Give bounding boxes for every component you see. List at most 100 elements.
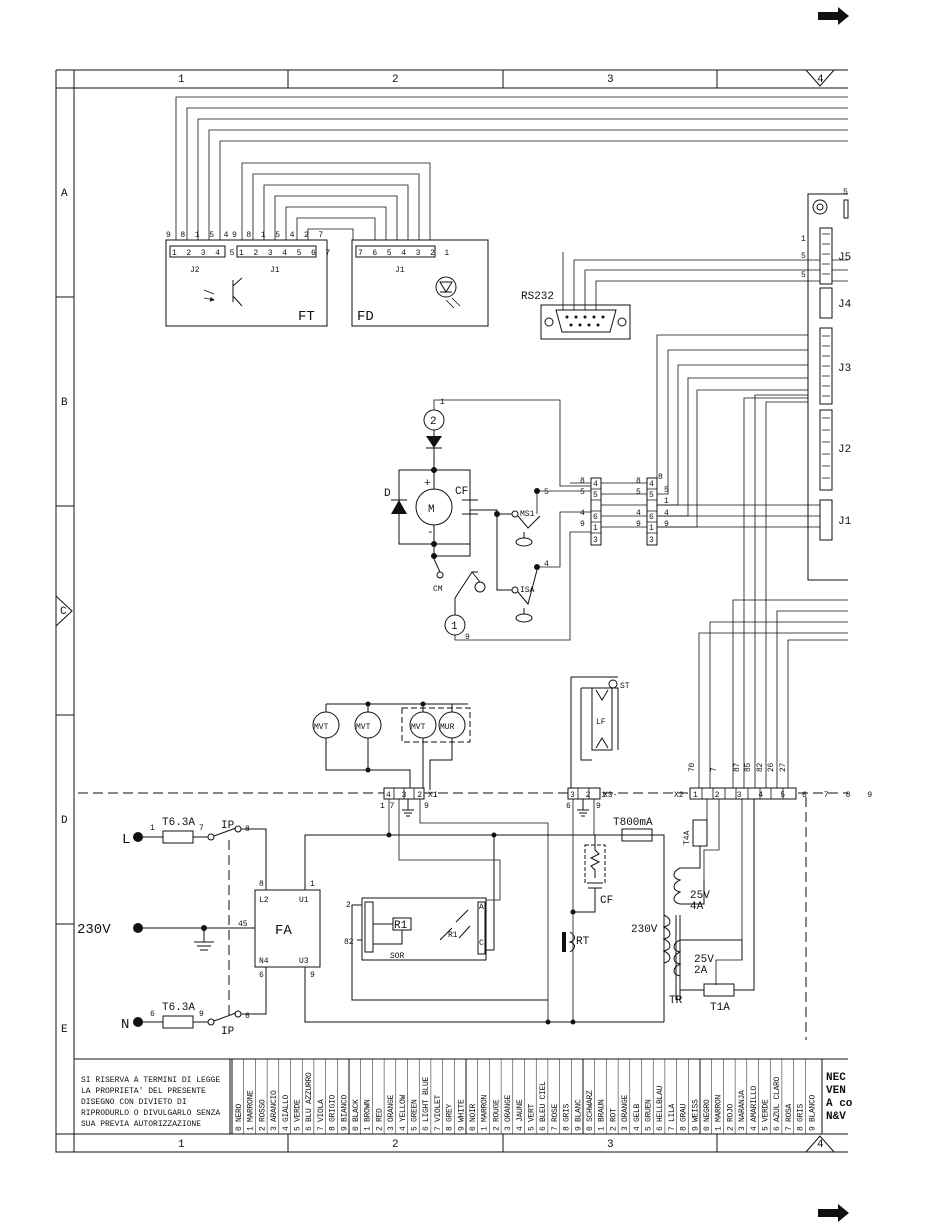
c1-wire-4: 4 — [580, 509, 585, 518]
svg-text:6: 6 — [150, 1010, 155, 1019]
fuse-l-label: T6.3A — [162, 817, 195, 829]
svg-text:4: 4 — [593, 480, 598, 489]
col-label-4: 4 — [817, 74, 824, 86]
ft-j2-pins: 1 2 3 4 5 — [172, 249, 237, 258]
connector-j1 — [819, 499, 833, 541]
colour-code-entry: 1 MARRON — [715, 1094, 724, 1131]
fd-j1-pins: 7 6 5 4 3 2 1 — [358, 249, 452, 258]
x2-label: X2 — [674, 791, 684, 800]
row-label-c: C — [60, 606, 67, 618]
svg-text:5: 5 — [843, 188, 848, 197]
diode-icon-top — [426, 436, 442, 448]
starter-st-label: ST — [620, 682, 630, 691]
colour-code-entry: 7 LILA — [668, 1103, 677, 1131]
ft-j2-wire-numbers: 9 8 1 5 4 — [166, 231, 231, 240]
colour-code-entry: 2 ROSSO — [258, 1099, 267, 1131]
svg-text:7: 7 — [199, 824, 204, 833]
title-fragment-3: A co — [826, 1098, 853, 1110]
colour-code-entry: 5 VERT — [528, 1103, 537, 1131]
colour-code-entry: 9 BIANCO — [340, 1094, 349, 1131]
drawing-frame — [55, 69, 848, 1153]
svg-text:6: 6 — [566, 802, 571, 811]
capacitor-cf2-label: CF — [600, 895, 613, 907]
fd-board-label: FD — [357, 309, 374, 325]
colour-code-entry: 1 MARRON — [481, 1094, 490, 1131]
svg-text:5: 5 — [649, 491, 654, 500]
lamp-lf-label: LF — [596, 718, 606, 727]
colour-code-entry: 9 BLANC — [574, 1099, 583, 1131]
x2-upward-wires — [698, 394, 848, 790]
row-labels: A B C D E — [60, 188, 68, 1036]
board-boundary — [78, 792, 848, 1040]
notice-line-4: RIPRODURLO O DIVULGARLO SENZA — [81, 1109, 220, 1118]
svg-text:82: 82 — [756, 762, 765, 772]
svg-text:87: 87 — [733, 762, 742, 772]
colour-code-entry: 3 NARANJA — [738, 1090, 747, 1131]
fd-j1-label: J1 — [395, 266, 405, 275]
svg-text:1: 1 — [664, 497, 669, 506]
x3-pins: 3 2 1 — [570, 791, 609, 800]
terminal-n-label: N — [121, 1017, 129, 1033]
colour-code-entry: 4 GIALLO — [282, 1094, 291, 1131]
colour-code-entry: 7 VIOLA — [317, 1099, 326, 1131]
switch-ip-bottom-label: IP — [221, 1026, 235, 1038]
svg-text:82: 82 — [344, 938, 354, 947]
filter-fa-label: FA — [275, 923, 292, 939]
title-fragment-2: VEN — [826, 1085, 846, 1097]
x1-pins: 4 3 2 1 — [386, 791, 441, 800]
notice-line-3: DISEGNO CON DIVIETO DI — [81, 1098, 187, 1107]
ft-j1-pins: 1 2 3 4 5 6 7 — [239, 249, 333, 258]
x2-pins: 1 2 3 4 5 6 7 8 9 — [693, 791, 878, 800]
colour-code-entry: 9 BLANCO — [808, 1094, 817, 1131]
motor-label: M — [428, 504, 435, 516]
next-page-arrow-bottom[interactable] — [818, 1204, 849, 1222]
j5-wire-2: 5 — [801, 252, 806, 261]
svg-text:4: 4 — [649, 480, 654, 489]
motor-minus: - — [427, 527, 434, 539]
diode-d-icon — [391, 500, 407, 514]
valve-mvt-3-label: MVT — [411, 723, 426, 732]
valve-mvt-2-label: MVT — [356, 723, 371, 732]
svg-text:U3: U3 — [299, 957, 309, 966]
fuse-t4a-label: T4A — [683, 830, 692, 845]
svg-text:C: C — [479, 939, 484, 948]
svg-text:5: 5 — [664, 486, 669, 495]
power-input: L 1 T6.3A 7 IP 8 230V 45 N 6 T6.3A 9 IP … — [77, 817, 665, 1038]
c2-wire-5: 5 — [636, 488, 641, 497]
connector-x1: 4 3 2 1 X1 1 7 9 — [380, 787, 549, 1022]
svg-text:3: 3 — [649, 536, 654, 545]
ft-board-label: FT — [298, 309, 315, 325]
notice-line-5: SUA PREVIA AUTORIZZAZIONE — [81, 1120, 201, 1129]
row-label-d: D — [61, 815, 68, 827]
fuse-n-label: T6.3A — [162, 1002, 195, 1014]
svg-text:45: 45 — [238, 920, 248, 929]
ft-j2-label: J2 — [190, 266, 200, 275]
c2-wire-4: 4 — [636, 509, 641, 518]
svg-text:4: 4 — [664, 509, 669, 518]
valve-mvt-2 — [354, 711, 382, 739]
filter-fa — [254, 889, 321, 968]
colour-code-entry: 5 GREEN — [411, 1099, 420, 1131]
sec-25v-2-label: 25V — [694, 954, 714, 966]
x1-label: X1 — [428, 791, 438, 800]
ft-j1-wire-numbers: 9 8 1 5 4 2 7 — [232, 231, 326, 240]
connector-j4 — [819, 287, 833, 319]
colour-code-entry: 8 GRIS — [797, 1103, 806, 1131]
colour-code-entry: 0 NERO — [235, 1103, 244, 1131]
connector-j2-label: J2 — [838, 444, 851, 456]
terminal-l-label: L — [122, 832, 130, 848]
colour-code-entry: 0 NEGRO — [703, 1099, 712, 1131]
rs232-label: RS232 — [521, 291, 554, 303]
svg-text:U1: U1 — [299, 896, 309, 905]
svg-text:70: 70 — [688, 762, 697, 772]
connector-j5-label: J5 — [838, 252, 851, 264]
svg-text:9: 9 — [664, 520, 669, 529]
colour-code-entry: 9 WEISS — [691, 1099, 700, 1131]
next-page-arrow-top[interactable] — [818, 7, 849, 25]
col-label-1-bottom: 1 — [178, 1139, 185, 1151]
colour-code-entry: 5 VERDE — [762, 1099, 771, 1131]
col-label-4-bottom: 4 — [817, 1139, 824, 1151]
fuse-t1a-label: T1A — [710, 1002, 730, 1014]
colour-code-entry: 2 RED — [375, 1108, 384, 1131]
